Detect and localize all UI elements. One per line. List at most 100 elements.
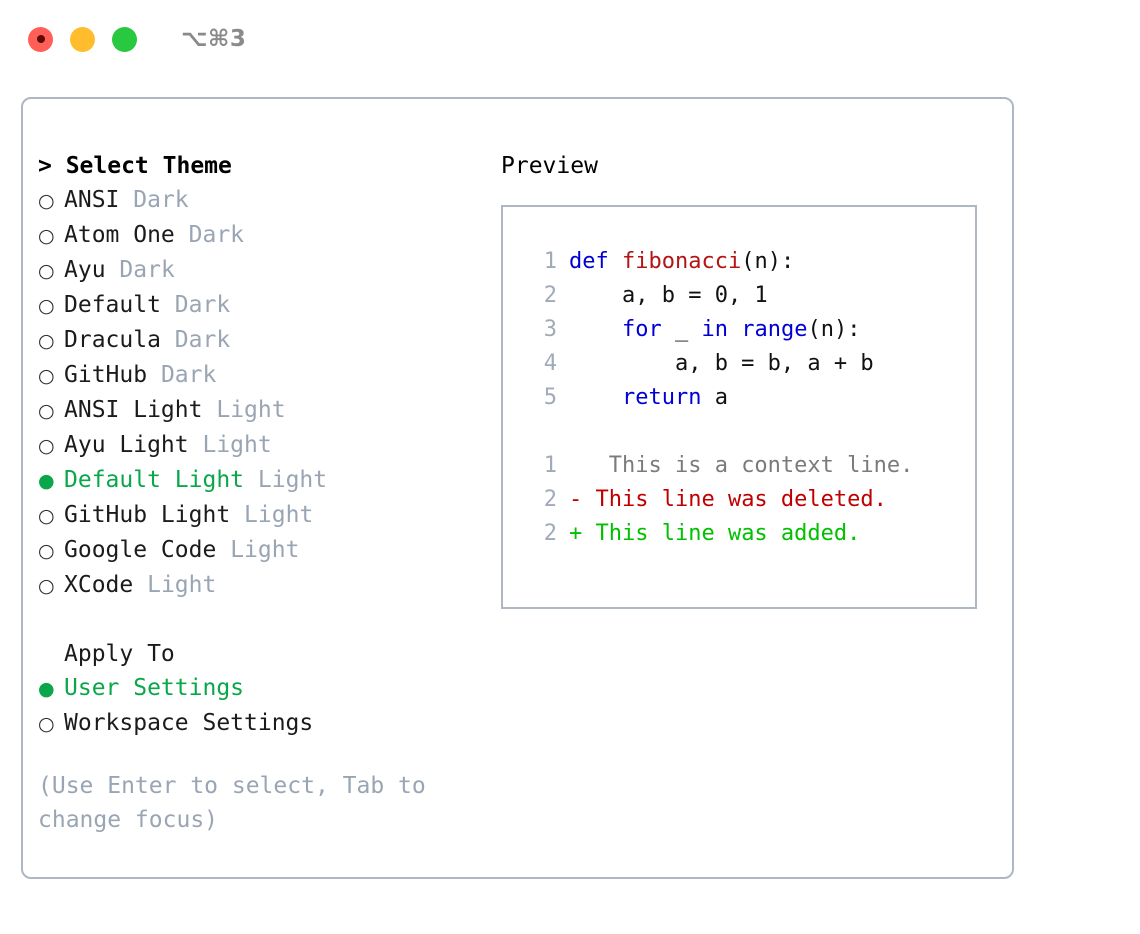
radio-unselected-icon: ○: [38, 400, 55, 422]
theme-option-ayu[interactable]: ○Ayu Dark: [38, 253, 488, 288]
theme-option-dracula[interactable]: ○ Dracula Dark: [38, 323, 488, 358]
radio-unselected-icon: ○: [38, 540, 55, 562]
label-spacer: [202, 393, 216, 427]
code-line: 4 a, b = b, a + b: [503, 347, 975, 381]
theme-option-xcode[interactable]: ○XCode Light: [38, 568, 488, 603]
code-line: 2 a, b = 0, 1: [503, 279, 975, 313]
radio-unselected-icon: ○: [38, 295, 55, 317]
theme-variant-label: Light: [244, 502, 314, 528]
theme-variant-label: Light: [230, 537, 300, 563]
keyboard-shortcut-label: ⌥⌘3: [181, 26, 247, 52]
label-spacer: [119, 183, 133, 217]
radio-selected-icon: ●: [38, 470, 55, 492]
theme-variant-label: Light: [202, 432, 272, 458]
theme-option-label: Ayu Light: [64, 432, 189, 458]
code-diff-gap: [503, 415, 975, 449]
theme-option-label: Atom One: [64, 222, 175, 248]
label-spacer: [230, 498, 244, 532]
code-line-number: 2: [543, 283, 557, 308]
code-line: 1 def fibonacci(n):: [503, 245, 975, 279]
theme-option-label: ANSI: [64, 187, 120, 213]
theme-option-ayu-light[interactable]: ○Ayu Light Light: [38, 428, 488, 463]
label-spacer: [244, 463, 258, 497]
radio-unselected-icon: ○: [38, 575, 55, 597]
code-token-plain: (n):: [807, 317, 861, 342]
diff-line-text: This line was deleted.: [582, 487, 887, 512]
code-line-number: 1: [543, 249, 557, 274]
diff-line-text: This line was added.: [582, 521, 861, 546]
code-line: 5 return a: [503, 381, 975, 415]
code-token-kw: return: [621, 385, 702, 410]
apply-to-header: Apply To: [64, 641, 175, 667]
code-line-number: 5: [543, 385, 557, 410]
code-token-kw: def: [569, 249, 622, 274]
close-window-button[interactable]: [28, 26, 53, 52]
code-token-plain: _: [661, 317, 702, 342]
theme-option-label: ANSI Light: [64, 397, 203, 423]
diff-line: 1 This is a context line.: [503, 449, 975, 483]
minimize-window-button[interactable]: [70, 26, 95, 52]
theme-option-label: Ayu: [64, 257, 106, 283]
list-gap: [38, 603, 488, 637]
theme-option-google-code[interactable]: ○ Google Code Light: [38, 533, 488, 568]
apply-to-option-user-settings[interactable]: ●User Settings: [38, 671, 488, 706]
theme-option-atom-one[interactable]: ○Atom One Dark: [38, 218, 488, 253]
preview-label: Preview: [501, 153, 598, 179]
apply-to-option-workspace-settings[interactable]: ○ Workspace Settings: [38, 706, 488, 741]
theme-option-ansi[interactable]: ○ANSI Dark: [38, 183, 488, 218]
diff-sample: 1 This is a context line. 2- This line wa…: [503, 449, 975, 551]
diff-line: 2+ This line was added.: [503, 517, 975, 551]
theme-variant-label: Dark: [119, 257, 175, 283]
code-line-content: def fibonacci(n):: [569, 245, 794, 279]
theme-variant-label: Light: [257, 467, 328, 493]
diff-line-number: 2: [543, 521, 557, 546]
theme-variant-label: Light: [216, 397, 286, 423]
diff-line-number: 2: [543, 487, 557, 512]
code-line-content: return a: [569, 381, 728, 415]
code-line: 3 for _ in range(n):: [503, 313, 975, 347]
main-panel: > Select Theme ○ANSI Dark○Atom One Dark○…: [21, 97, 1014, 879]
theme-option-label: Default: [64, 292, 161, 318]
code-token-plain: [728, 317, 741, 342]
theme-list: ○ANSI Dark○Atom One Dark○Ayu Dark○Defaul…: [38, 183, 488, 603]
code-line-number: 3: [543, 317, 557, 342]
theme-option-ansi-light[interactable]: ○ ANSI Light Light: [38, 393, 488, 428]
theme-option-default[interactable]: ○ Default Dark: [38, 288, 488, 323]
code-token-plain: (n):: [741, 249, 795, 274]
select-theme-header: > Select Theme: [38, 153, 232, 179]
apply-to-option-label: User Settings: [64, 675, 245, 701]
theme-option-label: Google Code: [64, 537, 217, 563]
diff-line-text: This is a context line.: [582, 453, 914, 478]
maximize-window-button[interactable]: [112, 26, 137, 52]
theme-option-label: Default Light: [64, 467, 245, 493]
code-token-plain: a: [701, 385, 728, 410]
code-token-plain: a, b = 0, 1: [569, 283, 768, 308]
theme-option-label: Dracula: [64, 327, 161, 353]
radio-unselected-icon: ○: [38, 190, 55, 212]
diff-sign-del: -: [569, 487, 583, 512]
diff-sign-context: [569, 449, 582, 483]
code-line-content: for _ in range(n):: [569, 313, 860, 347]
code-token-plain: [569, 317, 622, 342]
apply-to-option-label: Workspace Settings: [64, 710, 314, 736]
code-token-plain: [569, 385, 622, 410]
radio-unselected-icon: ○: [38, 713, 55, 735]
theme-option-github-light[interactable]: ○GitHub Light Light: [38, 498, 488, 533]
theme-variant-label: Dark: [174, 292, 231, 318]
label-spacer: [161, 323, 175, 357]
theme-variant-label: Dark: [188, 222, 245, 248]
theme-option-label: GitHub: [64, 362, 148, 388]
title-bar: ⌥⌘3: [0, 0, 1140, 78]
theme-option-default-light[interactable]: ● Default Light Light: [38, 463, 488, 498]
window-controls: [28, 26, 137, 52]
theme-variant-label: Dark: [174, 327, 231, 353]
apply-to-list: ●User Settings ○ Workspace Settings: [38, 671, 488, 741]
label-spacer: [147, 358, 161, 392]
label-spacer: [161, 288, 175, 322]
radio-unselected-icon: ○: [38, 330, 55, 352]
theme-option-github[interactable]: ○GitHub Dark: [38, 358, 488, 393]
theme-option-label: GitHub Light: [64, 502, 231, 528]
